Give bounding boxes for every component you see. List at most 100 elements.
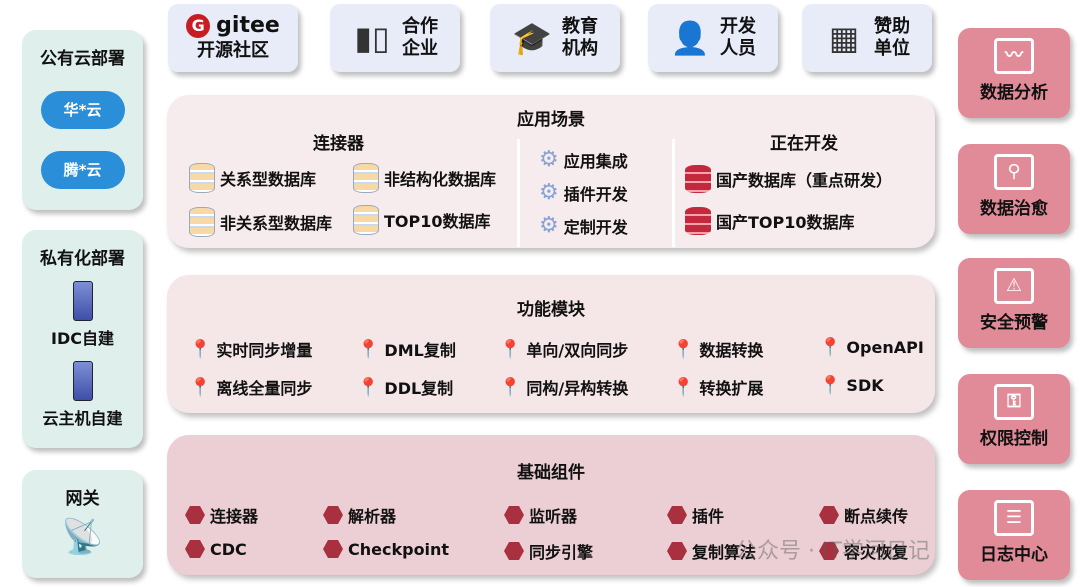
scene-item: ⚙插件开发 (539, 180, 628, 205)
location-pin-icon: 📍 (189, 338, 212, 360)
item-label: 连接器 (210, 507, 259, 526)
modules-title: 功能模块 (517, 300, 585, 320)
location-pin-icon: 📍 (499, 376, 522, 398)
right-card: ⚿权限控制 (958, 374, 1070, 464)
location-pin-icon: 📍 (672, 376, 695, 398)
person-icon: 👤 (670, 19, 710, 57)
item-label: 数据转换 (699, 341, 764, 360)
item-label: 监听器 (529, 507, 578, 526)
developing-item: 国产TOP10数据库 (685, 207, 855, 235)
card-sponsors: ▦赞助单位 (802, 4, 932, 72)
item-label: SDK (846, 376, 884, 395)
label-line2: 单位 (874, 38, 910, 59)
connector-item: 非结构化数据库 (353, 163, 496, 193)
hexagon-icon (185, 506, 205, 524)
hexagon-icon (504, 506, 524, 524)
search-gear-icon: ⚲ (994, 154, 1034, 190)
database-icon (189, 207, 215, 237)
monitor-chart-icon: 〰 (994, 38, 1034, 74)
hexagon-icon (667, 506, 687, 524)
item-label: 非关系型数据库 (220, 214, 333, 233)
base-item: 监听器 (504, 503, 577, 527)
item-label: 插件 (692, 507, 725, 526)
module-item: 📍单向/双向同步 (499, 337, 628, 361)
gitee-logo-icon: G (186, 14, 211, 38)
right-card-label: 安全预警 (980, 313, 1048, 333)
item-label: DDL复制 (384, 379, 454, 398)
gitee-logo-text: gitee (216, 13, 280, 38)
cloud-huawei: 华*云 (40, 79, 125, 129)
public-cloud-title: 公有云部署 (40, 49, 125, 69)
location-pin-icon: 📍 (357, 338, 380, 360)
hexagon-icon (323, 506, 343, 524)
graduation-icon: 🎓 (512, 19, 552, 57)
item-label: 同步引擎 (529, 543, 594, 562)
right-card-label: 数据分析 (980, 83, 1048, 103)
item-label: 定制开发 (563, 217, 628, 237)
connector-item: 关系型数据库 (189, 163, 316, 193)
base-item: CDC (185, 539, 247, 559)
gateway-title: 网关 (65, 489, 100, 509)
right-card-label: 日志中心 (980, 545, 1048, 565)
item-label: 解析器 (348, 507, 397, 526)
database-red-icon (685, 165, 711, 193)
hexagon-icon (504, 542, 524, 560)
hexagon-icon (185, 540, 205, 558)
item-label: TOP10数据库 (384, 212, 491, 231)
item-label: 国产TOP10数据库 (716, 213, 855, 232)
label-line2: 企业 (402, 38, 438, 59)
item-label: Checkpoint (348, 539, 450, 559)
item-label: 应用集成 (563, 151, 628, 171)
base-item: 容灾恢复 (819, 539, 908, 563)
location-pin-icon: 📍 (357, 376, 380, 398)
public-cloud-box: 公有云部署 华*云 腾*云 (22, 30, 143, 210)
right-card-label: 数据治愈 (980, 199, 1048, 219)
item-label: 同构/异构转换 (526, 379, 629, 398)
location-pin-icon: 📍 (672, 338, 695, 360)
location-pin-icon: 📍 (819, 337, 842, 358)
connector-item: TOP10数据库 (353, 205, 491, 235)
database-red-icon (685, 207, 711, 235)
watermark: 公众号 · IT学河日记 (735, 539, 930, 564)
gateway-box: 网关 📡 (22, 470, 143, 578)
server-icon (72, 281, 93, 321)
module-item: 📍转换扩展 (672, 375, 763, 399)
item-label: CDC (210, 539, 247, 559)
module-item: 📍SDK (819, 375, 884, 396)
item-label: 转换扩展 (699, 379, 764, 398)
module-item: 📍数据转换 (672, 337, 763, 361)
private-deploy-box: 私有化部署 IDC自建 云主机自建 (22, 230, 143, 448)
alarm-icon: ⚠ (994, 268, 1034, 304)
location-pin-icon: 📍 (819, 375, 842, 396)
item-label: 非结构化数据库 (384, 170, 497, 189)
base-item: 解析器 (323, 503, 396, 527)
building-icon: ▮▯ (354, 19, 390, 57)
right-card: ⚠ 安全预警 (958, 258, 1070, 348)
cloud-tencent: 腾*云 (40, 139, 125, 189)
item-label: 单向/双向同步 (526, 341, 629, 360)
module-item: 📍实时同步增量 (189, 337, 312, 361)
item-label: 实时同步增量 (216, 341, 313, 360)
item-label: 插件开发 (563, 184, 628, 204)
item-label: 容灾恢复 (844, 543, 909, 562)
divider (517, 139, 520, 247)
base-item: 复制算法 (667, 539, 756, 563)
modules-panel: 功能模块 📍实时同步增量📍DML复制📍单向/双向同步📍数据转换📍OpenAPI📍… (167, 275, 935, 413)
gear-icon: ⚙ (539, 180, 559, 205)
gear-icon: ⚙ (539, 147, 559, 172)
database-icon (353, 205, 379, 235)
hexagon-icon (819, 506, 839, 524)
label-line1: 赞助 (874, 16, 910, 37)
location-pin-icon: 📍 (499, 338, 522, 360)
item-label: DML复制 (384, 341, 456, 360)
lock-monitor-icon: ⚿ (994, 384, 1034, 420)
base-item: Checkpoint (323, 539, 449, 559)
item-label: OpenAPI (846, 338, 924, 357)
right-card: ⚲ 数据治愈 (958, 144, 1070, 234)
cloud-host-label: 云主机自建 (42, 409, 123, 428)
label-line2: 人员 (720, 38, 756, 59)
item-label: 国产数据库（重点研发） (716, 171, 893, 190)
developing-item: 国产数据库（重点研发） (685, 165, 892, 193)
